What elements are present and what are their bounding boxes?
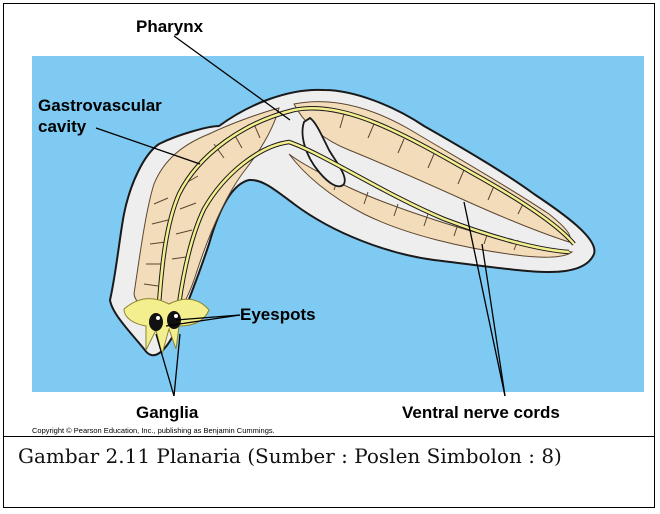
label-ganglia: Ganglia (136, 403, 199, 422)
figure-caption: Gambar 2.11 Planaria (Sumber : Poslen Si… (18, 444, 562, 468)
planaria-figure: Pharynx Gastrovascular cavity Eyespots G… (4, 4, 654, 436)
eyespot-left (149, 313, 163, 331)
label-gastrovascular: Gastrovascular (38, 96, 162, 115)
label-pharynx: Pharynx (136, 17, 204, 36)
label-ventral-nerve-cords: Ventral nerve cords (402, 403, 560, 422)
copyright-text: Copyright © Pearson Education, Inc., pub… (32, 426, 275, 435)
label-cavity: cavity (38, 117, 87, 136)
caption-divider (3, 436, 655, 437)
label-eyespots: Eyespots (240, 305, 316, 324)
